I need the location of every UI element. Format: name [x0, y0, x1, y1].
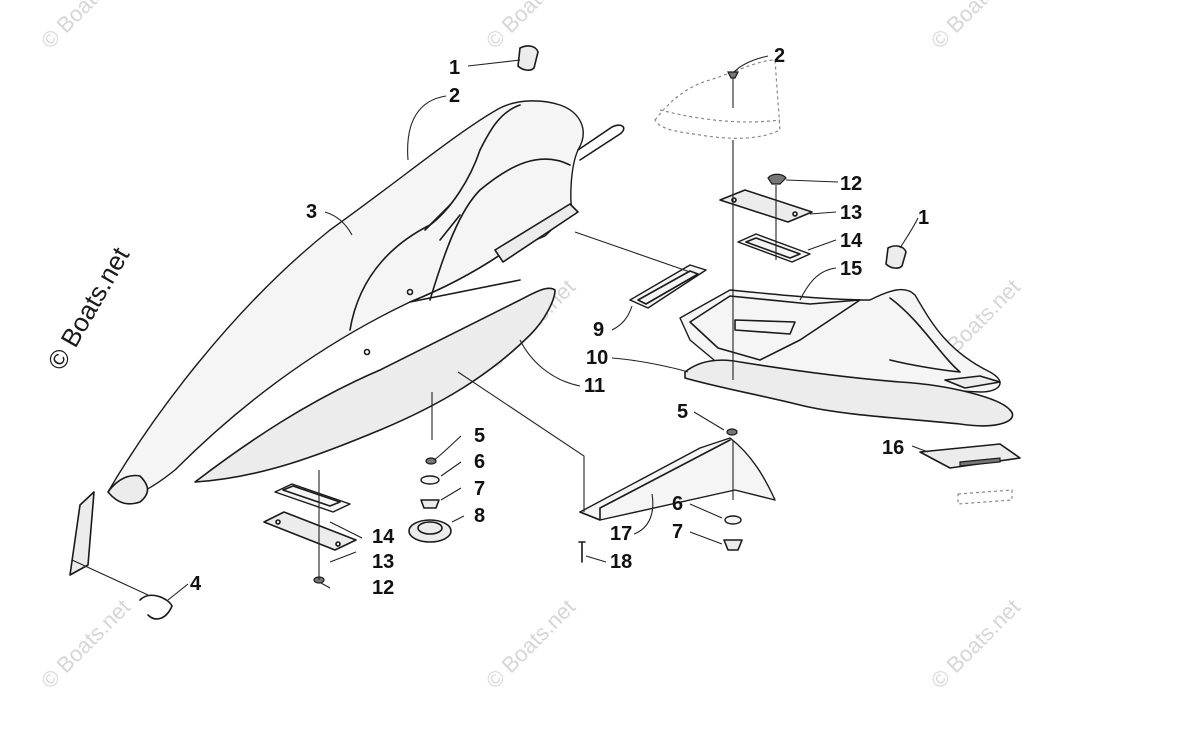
callout-11: 11	[584, 375, 605, 397]
copyright-label: © Boats.net	[41, 241, 135, 375]
callout-14: 14	[372, 526, 395, 548]
gasket-part	[574, 231, 707, 309]
callout-3: 3	[306, 201, 317, 223]
callout-7: 7	[474, 478, 485, 500]
callout-13: 13	[372, 551, 394, 573]
left-vent-assembly	[263, 470, 357, 584]
watermark: © Boats.net	[926, 594, 1025, 693]
callout-2: 2	[774, 45, 785, 67]
bottom-pan-part	[684, 359, 1014, 427]
bracket-part	[457, 371, 776, 563]
callout-13: 13	[840, 202, 862, 224]
hood-part	[107, 100, 625, 505]
callout-16: 16	[882, 437, 904, 459]
callout-7: 7	[672, 521, 683, 543]
callout-8: 8	[474, 505, 485, 527]
side-panel-part	[69, 491, 173, 620]
callout-14: 14	[840, 230, 863, 252]
callout-1: 1	[449, 57, 460, 79]
belly-pan-part	[194, 287, 556, 483]
callout-12: 12	[840, 173, 862, 195]
callout-5: 5	[474, 425, 485, 447]
watermark: © Boats.net	[926, 0, 1025, 54]
callout-9: 9	[593, 319, 604, 341]
callout-12: 12	[372, 577, 394, 599]
right-vent-assembly	[719, 173, 813, 263]
callout-4: 4	[190, 573, 202, 595]
fastener-stack	[408, 392, 452, 543]
leader-lines	[167, 55, 929, 601]
watermark: © Boats.net	[36, 594, 135, 693]
callout-1: 1	[918, 207, 929, 229]
watermark: © Boats.net	[36, 0, 135, 54]
bumper-sketch	[654, 59, 781, 380]
callout-10: 10	[586, 347, 608, 369]
callout-2: 2	[449, 85, 460, 107]
callout-18: 18	[610, 551, 632, 573]
watermark: © Boats.net	[481, 594, 580, 693]
callout-15: 15	[840, 258, 862, 280]
grip-pad-part	[517, 45, 907, 269]
decal-part	[919, 443, 1021, 505]
callout-labels: 1 2 3 4 5 6 7 8 14 13 12 2 12 13 14 15 1…	[190, 45, 929, 599]
callout-17: 17	[610, 523, 632, 545]
callout-6: 6	[672, 493, 683, 515]
callout-5: 5	[677, 401, 688, 423]
callout-6: 6	[474, 451, 485, 473]
